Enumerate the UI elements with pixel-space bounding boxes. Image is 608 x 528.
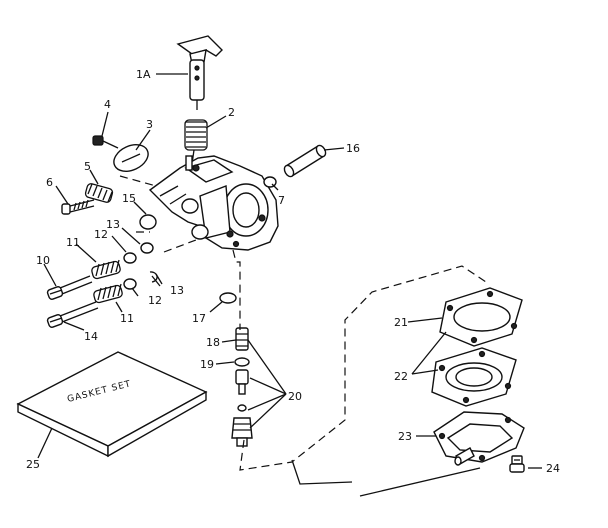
part-13-seal-upper [140,242,154,254]
part-19-washer [234,357,250,367]
label-10: 10 [36,254,50,267]
part-12-oring-upper [123,252,137,264]
label-11-upper: 11 [66,236,80,249]
label-11-lower: 11 [120,312,134,325]
part-20-nozzle [231,369,253,447]
part-25-gasket-set: GASKET SET [16,351,208,458]
label-2: 2 [228,106,235,119]
label-14: 14 [84,330,98,343]
part-22-diaphragm [431,347,517,407]
label-22: 22 [394,370,408,383]
label-7: 7 [278,194,285,207]
part-13-clip-lower [149,271,163,285]
label-20: 20 [288,390,302,403]
label-12-lower: 12 [148,294,162,307]
label-1a: 1A [136,68,151,81]
label-6: 6 [46,176,53,189]
part-5-spring [84,183,114,203]
label-25: 25 [26,458,40,471]
label-4: 4 [104,98,111,111]
label-3: 3 [146,118,153,131]
carburetor-body [148,155,279,251]
part-23-diaphragm-cover [433,411,525,466]
part-24-screw [509,455,525,473]
label-5: 5 [84,160,91,173]
label-13-lower: 13 [170,284,184,297]
label-24: 24 [546,462,560,475]
part-15-welch-plug [139,214,157,230]
part-11-spring-upper [91,259,121,280]
label-18: 18 [206,336,220,349]
callout-labels: 1A 2 3 4 5 6 7 16 15 13 12 11 10 13 12 1… [26,68,560,475]
label-23: 23 [398,430,412,443]
part-2-throttle-spring [184,119,208,165]
part-10-needle-upper [46,275,93,300]
label-13-upper: 13 [106,218,120,231]
label-21: 21 [394,316,408,329]
part-14-needle-lower [46,301,99,328]
part-18-jet [235,327,249,351]
part-4-screw [92,135,119,149]
label-12-upper: 12 [94,228,108,241]
dashed-assembly-lines [119,175,487,471]
part-12-oring-lower [123,278,137,290]
part-1a-throttle-shaft [176,35,223,110]
part-11-spring-lower [93,283,123,304]
label-16: 16 [346,142,360,155]
label-19: 19 [200,358,214,371]
leader-lines [37,73,542,497]
part-3-choke-plate [113,144,149,172]
part-6-idle-screw [61,199,95,215]
label-17: 17 [192,312,206,325]
label-15: 15 [122,192,136,205]
part-16-fuel-fitting [283,144,327,178]
part-21-diaphragm-gasket [439,287,523,347]
part-17-gasket-ring [219,292,237,304]
